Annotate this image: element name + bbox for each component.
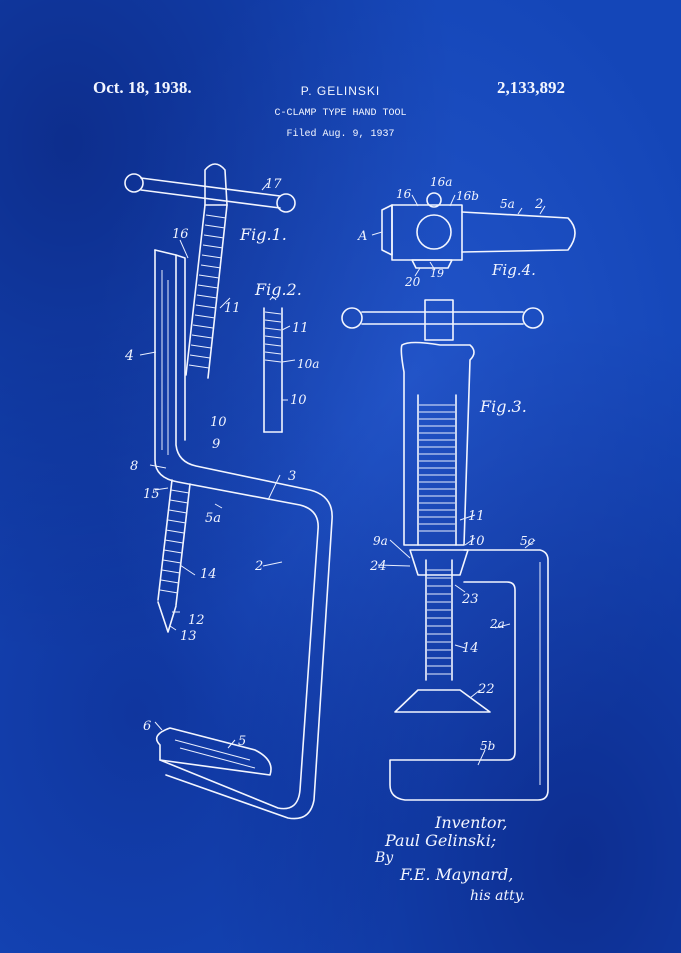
ref-label: 16 <box>172 227 189 242</box>
patent-number: 2,133,892 <box>497 78 565 97</box>
ref-label: 16 <box>396 187 412 201</box>
ref-label: 19 <box>430 267 444 280</box>
ref-label: 6 <box>143 719 151 734</box>
ref-label: 23 <box>461 592 479 607</box>
ref-label: 11 <box>224 301 241 316</box>
ref-label: 15 <box>143 487 160 502</box>
patent-date: Oct. 18, 1938. <box>93 78 192 97</box>
ref-label: 10 <box>210 415 227 430</box>
ref-label: 5b <box>480 739 495 753</box>
ref-label: 16a <box>430 175 452 189</box>
ref-label: 14 <box>200 567 217 582</box>
ref-label: 5c <box>520 534 535 548</box>
ref-label: 3 <box>288 469 296 484</box>
ref-label: 2 <box>254 559 263 574</box>
fig3-title: Fig.3. <box>479 397 527 416</box>
ref-label: 5a <box>205 511 221 526</box>
ref-label: 9 <box>212 437 220 452</box>
ref-label: 9a <box>373 534 388 548</box>
figure-1-drawing <box>124 163 333 820</box>
filed-date: Filed Aug. 9, 1937 <box>286 129 395 140</box>
ref-label: 10 <box>468 534 485 549</box>
by-label: By <box>374 850 394 866</box>
figure-2-drawing <box>263 297 296 433</box>
ref-label: 22 <box>477 682 495 697</box>
ref-label: 20 <box>404 275 421 289</box>
attorney-role: his atty. <box>470 888 525 904</box>
ref-label: 11 <box>468 509 485 524</box>
fig2-title: Fig.2. <box>254 280 302 299</box>
ref-label: 14 <box>462 641 479 656</box>
ref-label: 16b <box>456 189 479 203</box>
ref-label: 10 <box>290 393 307 408</box>
attorney-signature: F.E. Maynard, <box>399 865 513 884</box>
ref-label: 4 <box>124 348 134 364</box>
fig4-title: Fig.4. <box>491 261 536 279</box>
inventor-name-header: P. GELINSKI <box>300 84 381 98</box>
ref-label: 12 <box>188 613 205 628</box>
inventor-caption: Inventor, <box>434 813 507 832</box>
ref-label: 10a <box>297 357 319 371</box>
ref-label: 5 <box>238 734 246 749</box>
patent-title: C-CLAMP TYPE HAND TOOL <box>274 108 407 119</box>
inventor-signature: Paul Gelinski; <box>384 831 496 850</box>
figure-3-drawing <box>341 299 549 801</box>
ref-label: 5a <box>500 197 515 211</box>
ref-label: 17 <box>265 177 282 192</box>
figure-4-drawing <box>371 192 576 277</box>
fig1-title: Fig.1. <box>239 225 287 244</box>
ref-label: A <box>357 229 367 244</box>
ref-label: 8 <box>130 459 138 474</box>
ref-label: 13 <box>180 629 197 644</box>
ref-label: 2 <box>534 197 543 212</box>
ref-label: 24 <box>369 559 387 574</box>
ref-label: 2a <box>489 617 505 631</box>
ref-label: 11 <box>292 321 309 336</box>
